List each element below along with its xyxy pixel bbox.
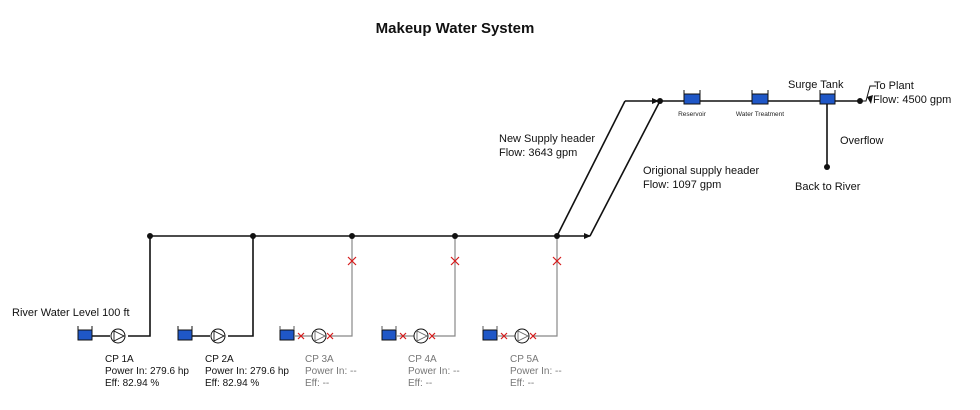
pump-name: CP 4A <box>408 354 437 365</box>
original-supply-header-pipe <box>589 100 661 237</box>
junction-node <box>824 164 830 170</box>
suction-tank-icon <box>279 329 295 341</box>
pump-5-discharge-pipe <box>533 236 558 337</box>
flow-arrow-icon <box>584 233 591 239</box>
pump-power: Power In: -- <box>305 366 357 377</box>
new-supply-header-pipe <box>556 100 626 237</box>
suction-tank-icon <box>77 329 93 341</box>
pump-3[interactable] <box>279 326 334 344</box>
pump-icon <box>311 328 327 344</box>
water-treatment-label: Water Treatment <box>736 111 784 118</box>
surge-tank-label: Surge Tank <box>788 79 844 91</box>
water-treatment-tank-icon[interactable] <box>751 90 769 105</box>
suction-tank-icon <box>482 329 498 341</box>
pump-icon <box>413 328 429 344</box>
pump-efficiency: Eff: 82.94 % <box>105 378 159 389</box>
pump-efficiency: Eff: -- <box>305 378 329 389</box>
new-header-flow: Flow: 3643 gpm <box>499 147 577 159</box>
reservoir-tank-icon[interactable] <box>683 90 701 105</box>
junction-node <box>452 233 458 239</box>
new-header-label: New Supply header <box>499 133 595 145</box>
closed-valve-icon[interactable] <box>552 256 562 266</box>
junction-node <box>147 233 153 239</box>
pump-icon <box>210 328 226 344</box>
to-plant-label: To Plant <box>874 80 914 92</box>
pump-power: Power In: -- <box>408 366 460 377</box>
pump-name: CP 2A <box>205 354 234 365</box>
pump-power: Power In: 279.6 hp <box>205 366 289 377</box>
overflow-label: Overflow <box>840 135 883 147</box>
original-header-flow: Flow: 1097 gpm <box>643 179 721 191</box>
pump-power: Power In: -- <box>510 366 562 377</box>
pump-efficiency: Eff: 82.94 % <box>205 378 259 389</box>
pump-icon <box>110 328 126 344</box>
river-level-label: River Water Level 100 ft <box>12 307 130 319</box>
pump-5[interactable] <box>482 326 537 344</box>
pump-name: CP 3A <box>305 354 334 365</box>
pump-efficiency: Eff: -- <box>408 378 432 389</box>
pump-1[interactable] <box>77 326 126 344</box>
pump-efficiency: Eff: -- <box>510 378 534 389</box>
pump-4[interactable] <box>381 326 436 344</box>
to-plant-flow: Flow: 4500 gpm <box>873 94 951 106</box>
closed-valve-icon <box>500 332 508 340</box>
pump-power: Power In: 279.6 hp <box>105 366 189 377</box>
pump-2-discharge-pipe <box>228 236 254 337</box>
closed-valve-icon <box>428 332 436 340</box>
back-to-river-label: Back to River <box>795 181 861 193</box>
closed-valve-icon <box>399 332 407 340</box>
junction-node <box>349 233 355 239</box>
pump-name: CP 1A <box>105 354 134 365</box>
pump-name: CP 5A <box>510 354 539 365</box>
original-header-label: Origional supply header <box>643 165 760 177</box>
flow-arrow-icon <box>652 98 659 104</box>
pump-2[interactable] <box>177 326 226 344</box>
junction-node <box>250 233 256 239</box>
pump-icon <box>514 328 530 344</box>
suction-tank-icon <box>177 329 193 341</box>
closed-valve-icon <box>529 332 537 340</box>
closed-valve-icon <box>297 332 305 340</box>
pump-3-discharge-pipe <box>330 236 353 337</box>
diagram-title: Makeup Water System <box>376 20 535 37</box>
to-plant-pipe <box>860 85 876 102</box>
closed-valve-icon <box>326 332 334 340</box>
closed-valve-icon[interactable] <box>450 256 460 266</box>
closed-valve-icon[interactable] <box>347 256 357 266</box>
pump-4-discharge-pipe <box>432 236 456 337</box>
flow-arrow-icon <box>867 95 873 104</box>
pump-1-discharge-pipe <box>128 236 151 337</box>
surge-tank-icon[interactable] <box>819 90 836 105</box>
reservoir-label: Reservoir <box>678 111 707 118</box>
suction-tank-icon <box>381 329 397 341</box>
